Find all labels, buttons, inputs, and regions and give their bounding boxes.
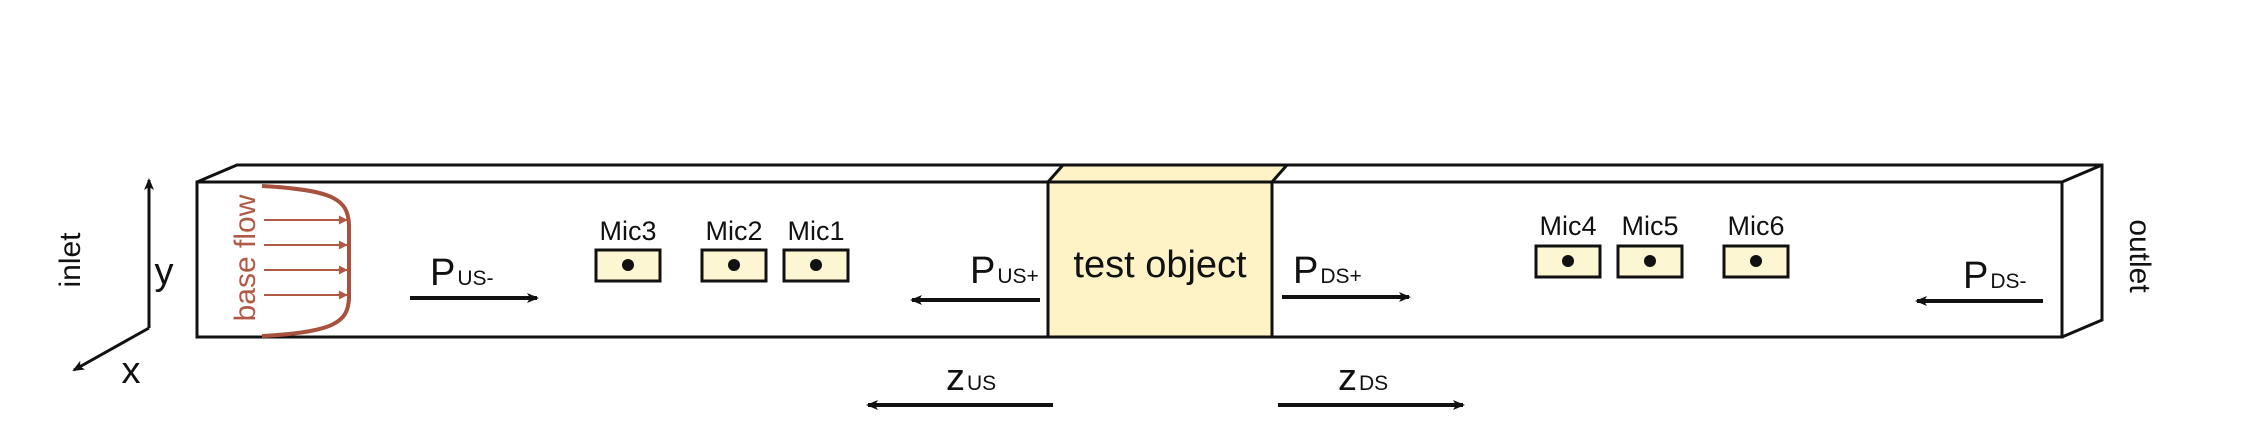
mic4-label: Mic4 [1539, 211, 1596, 241]
mic2-label: Mic2 [705, 216, 762, 246]
z-ds-label: zDS [1338, 357, 1388, 399]
mic6: Mic6 [1722, 211, 1790, 279]
mic2: Mic2 [700, 216, 768, 283]
mic1-label: Mic1 [787, 216, 844, 246]
duct-outlet-edge [2061, 163, 2103, 184]
mic4-sensor [1562, 255, 1574, 267]
test-object: test object [1044, 163, 1291, 339]
inlet-label: inlet [54, 232, 87, 288]
mic3-label: Mic3 [599, 216, 656, 246]
axis-x-label: x [122, 350, 141, 392]
mic5-sensor [1644, 255, 1656, 267]
wave-us-minus-label: PUS- [430, 252, 494, 294]
test-object-label: test object [1073, 244, 1247, 286]
coordinate-axes [72, 178, 154, 372]
wave-us-plus-label: PUS+ [970, 250, 1039, 292]
mic6-sensor [1750, 255, 1762, 267]
z-us-label: zUS [946, 357, 996, 399]
mic1-sensor [810, 259, 822, 271]
outlet-label: outlet [2123, 219, 2156, 293]
x-axis-arrow [72, 326, 150, 372]
mic2-sensor [728, 259, 740, 271]
axis-y-label: y [155, 251, 174, 293]
mic1: Mic1 [782, 216, 850, 283]
mic6-label: Mic6 [1727, 211, 1784, 241]
base-flow-profile: base flow [229, 184, 351, 338]
mic5: Mic5 [1616, 211, 1684, 279]
wave-ds-plus-label: PDS+ [1293, 250, 1362, 292]
mic3-sensor [622, 259, 634, 271]
wave-ds-minus-label: PDS- [1963, 255, 2027, 297]
mic3: Mic3 [594, 216, 662, 283]
microphones: Mic3 Mic2 Mic1 Mic4 Mic5 Mic6 [594, 211, 1790, 283]
mic4: Mic4 [1534, 211, 1602, 279]
mic5-label: Mic5 [1621, 211, 1678, 241]
base-flow-label: base flow [229, 194, 262, 321]
